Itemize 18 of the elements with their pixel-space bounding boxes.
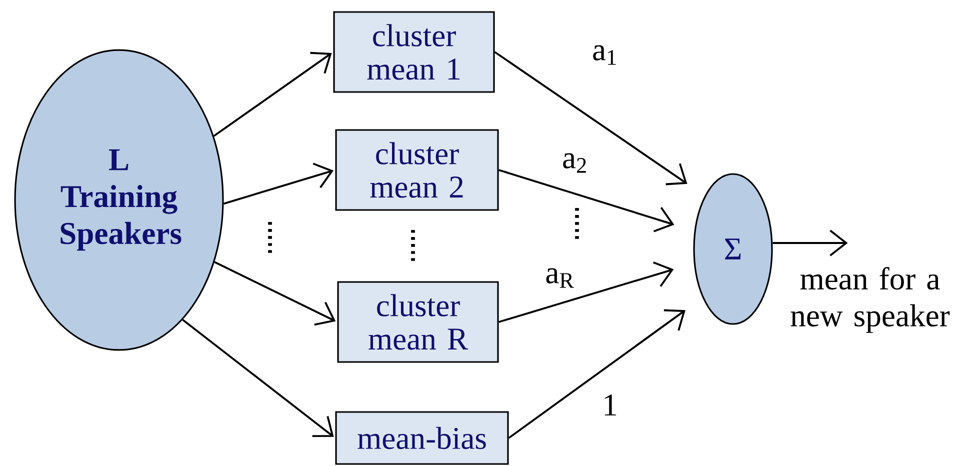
edge-label: a$_{R}$ (543, 266, 577, 290)
edge-label: 1 (600, 392, 620, 418)
process-box: cluster mean R (337, 281, 499, 363)
arrow (498, 169, 674, 232)
process-box: mean-bias (335, 411, 509, 465)
process-box: cluster mean 1 (333, 11, 495, 93)
arrow (182, 318, 334, 437)
arrow (494, 51, 688, 186)
edge-label: a$_{2}$ (560, 152, 590, 174)
arrow (772, 230, 848, 256)
arrow (213, 52, 332, 137)
process-box: cluster mean 2 (335, 129, 499, 211)
output-caption: mean for a new speaker (790, 267, 950, 333)
arrow (498, 262, 674, 323)
edge-label: a$_{1}$ (590, 44, 620, 66)
arrow (508, 309, 686, 439)
arrow (214, 261, 336, 326)
arrow (223, 162, 334, 205)
